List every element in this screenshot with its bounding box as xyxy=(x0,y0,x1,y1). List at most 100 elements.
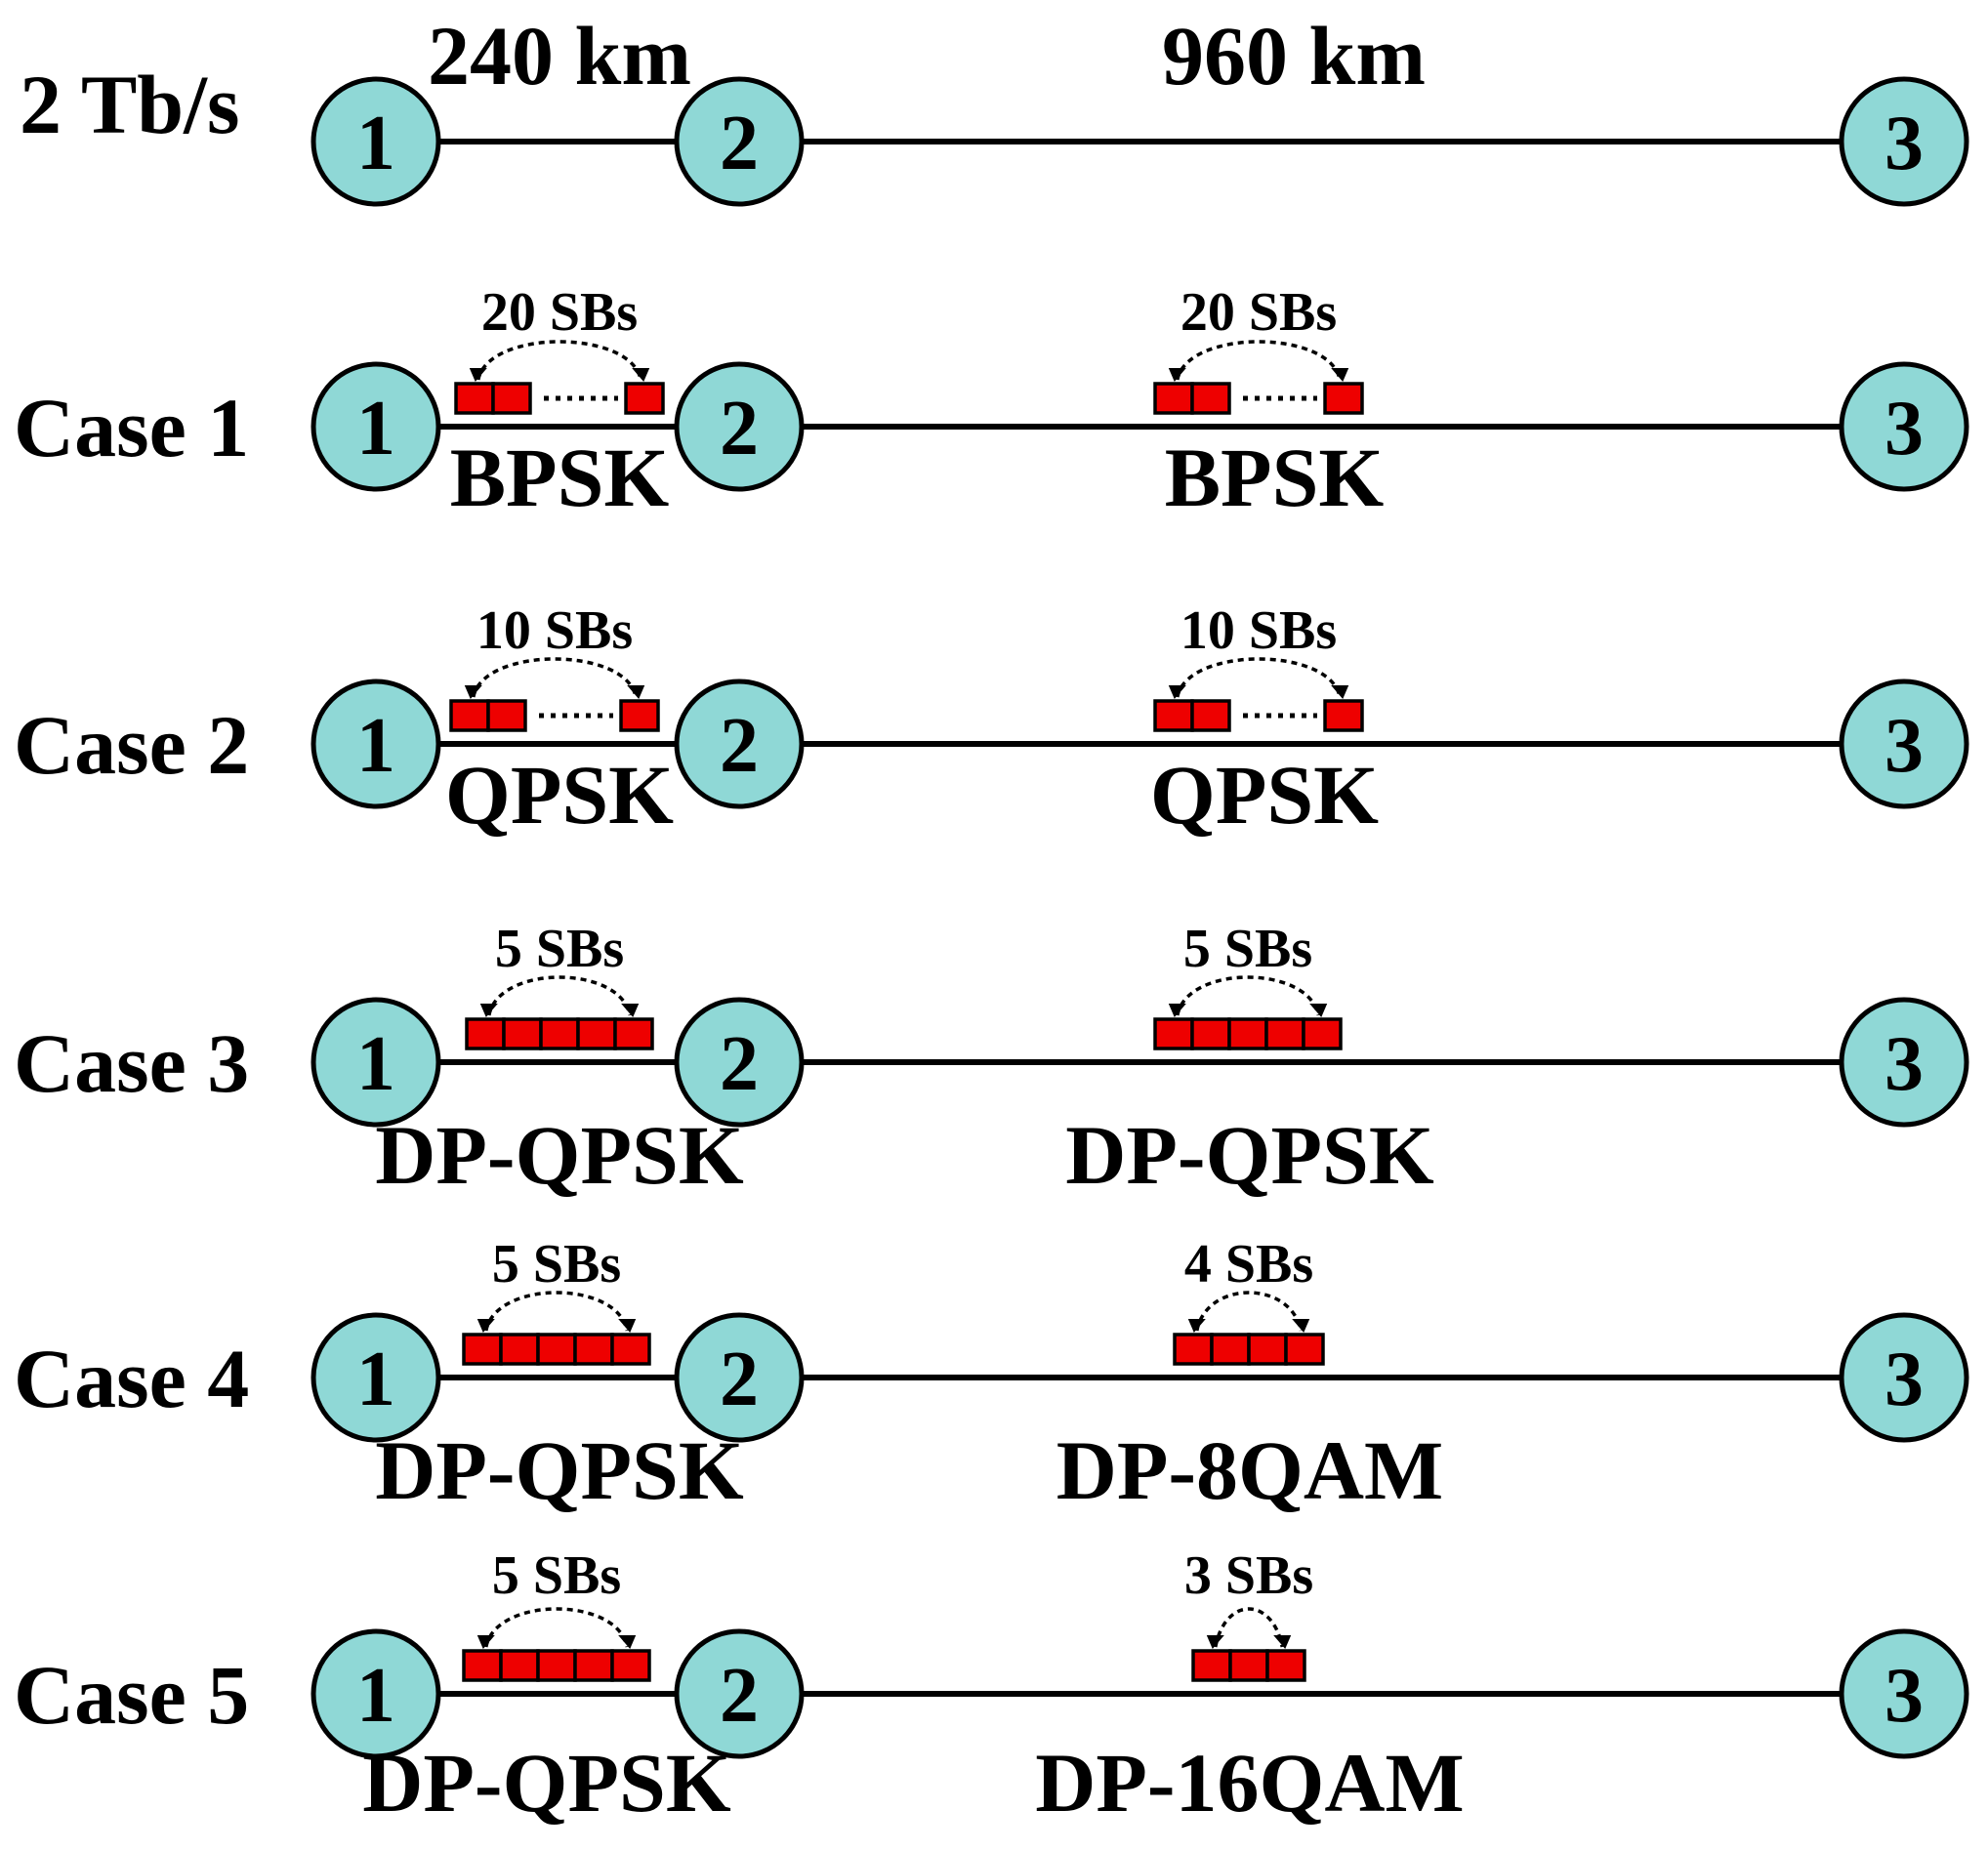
node-number: 3 xyxy=(1884,101,1924,186)
network-node-3: 3 xyxy=(1839,1312,1969,1443)
arrowhead-right xyxy=(1273,1635,1292,1649)
network-node-1: 1 xyxy=(311,997,441,1128)
node-circle xyxy=(311,997,441,1128)
spectrum-slot xyxy=(1153,382,1194,415)
spectrum-slot xyxy=(1228,1649,1269,1682)
arrowhead-right xyxy=(632,368,650,382)
spectrum-slot xyxy=(1190,1017,1231,1050)
node-number: 1 xyxy=(356,1337,395,1422)
arrowhead-right xyxy=(1331,685,1349,699)
node-circle xyxy=(674,76,805,207)
network-node-2: 2 xyxy=(674,76,805,207)
subband-count-label: 5 SBs xyxy=(495,919,624,979)
network-node-3: 3 xyxy=(1839,76,1969,207)
case-label: Case 5 xyxy=(14,1648,249,1742)
spectrum-slot xyxy=(462,1649,503,1682)
case-label: Case 4 xyxy=(14,1332,249,1425)
span-arrow xyxy=(484,1607,629,1648)
arrowhead-left xyxy=(476,1319,495,1333)
spectrum-slot xyxy=(1191,1649,1232,1682)
case-label: Case 3 xyxy=(14,1016,249,1110)
arrowhead-left xyxy=(479,1004,498,1017)
network-node-2: 2 xyxy=(674,1312,805,1443)
subband-count-label: 5 SBs xyxy=(492,1234,621,1295)
span-arrow xyxy=(1176,975,1320,1016)
spectrum-slot xyxy=(499,1649,540,1682)
node-number: 3 xyxy=(1884,1021,1924,1107)
spectrum-slot xyxy=(1264,1017,1305,1050)
network-node-2: 2 xyxy=(674,679,805,809)
node-circle xyxy=(1839,679,1969,809)
node-circle xyxy=(674,679,805,809)
case-label: Case 2 xyxy=(14,698,249,792)
node-circle xyxy=(674,1628,805,1759)
network-node-3: 3 xyxy=(1839,1628,1969,1759)
node-number: 1 xyxy=(356,101,395,186)
span-arrow xyxy=(1176,657,1342,698)
subband-count-label: 20 SBs xyxy=(1180,282,1337,343)
node-number: 1 xyxy=(356,1021,395,1107)
spectrum-slot xyxy=(1153,1017,1194,1050)
spectrum-slot xyxy=(1210,1333,1251,1366)
modulation-format-label: DP-QPSK xyxy=(375,1108,744,1202)
modulation-format-label: DP-QPSK xyxy=(1065,1108,1434,1202)
spectrum-slot xyxy=(1190,382,1231,415)
node-circle xyxy=(311,1628,441,1759)
modulation-format-label: DP-16QAM xyxy=(1035,1736,1464,1830)
network-node-1: 1 xyxy=(311,1312,441,1443)
case-label: Case 1 xyxy=(14,381,249,474)
modulation-format-label: DP-8QAM xyxy=(1056,1423,1443,1517)
modulation-format-label: BPSK xyxy=(450,431,670,524)
spectrum-slot xyxy=(576,1017,617,1050)
subband-count-label: 5 SBs xyxy=(1183,919,1312,979)
spectrum-slot xyxy=(454,382,495,415)
spectrum-slot xyxy=(1153,699,1194,732)
spectrum-slot xyxy=(536,1649,577,1682)
network-node-2: 2 xyxy=(674,361,805,492)
spectrum-slot xyxy=(539,1017,580,1050)
node-circle xyxy=(1839,1312,1969,1443)
spectrum-slot xyxy=(610,1333,651,1366)
spectrum-slot xyxy=(499,1333,540,1366)
node-circle xyxy=(1839,997,1969,1128)
node-number: 3 xyxy=(1884,1337,1924,1422)
subband-count-label: 5 SBs xyxy=(492,1545,621,1606)
node-circle xyxy=(311,1312,441,1443)
span-arrow xyxy=(484,1291,629,1332)
spectrum-slot xyxy=(1190,699,1231,732)
node-circle xyxy=(311,361,441,492)
node-number: 2 xyxy=(720,386,759,472)
arrowhead-right xyxy=(1331,368,1349,382)
subband-count-label: 10 SBs xyxy=(476,600,633,661)
network-node-1: 1 xyxy=(311,679,441,809)
arrowhead-left xyxy=(1206,1635,1224,1649)
arrowhead-left xyxy=(476,1635,495,1649)
arrowhead-left xyxy=(469,368,487,382)
node-circle xyxy=(1839,361,1969,492)
distance-label-link-1-2: 240 km xyxy=(428,9,691,103)
spectrum-slot xyxy=(486,699,527,732)
spectrum-slot xyxy=(449,699,490,732)
node-number: 2 xyxy=(720,1021,759,1107)
arrowhead-left xyxy=(1187,1319,1206,1333)
span-arrow xyxy=(472,657,638,698)
arrowhead-right xyxy=(618,1635,637,1649)
modulation-format-label: QPSK xyxy=(1150,748,1379,842)
diagram-row-0: 1 2 3 xyxy=(311,76,1969,207)
network-node-3: 3 xyxy=(1839,679,1969,809)
spectrum-slot xyxy=(536,1333,577,1366)
node-number: 2 xyxy=(720,101,759,186)
node-number: 1 xyxy=(356,386,395,472)
node-number: 1 xyxy=(356,703,395,789)
node-circle xyxy=(674,997,805,1128)
